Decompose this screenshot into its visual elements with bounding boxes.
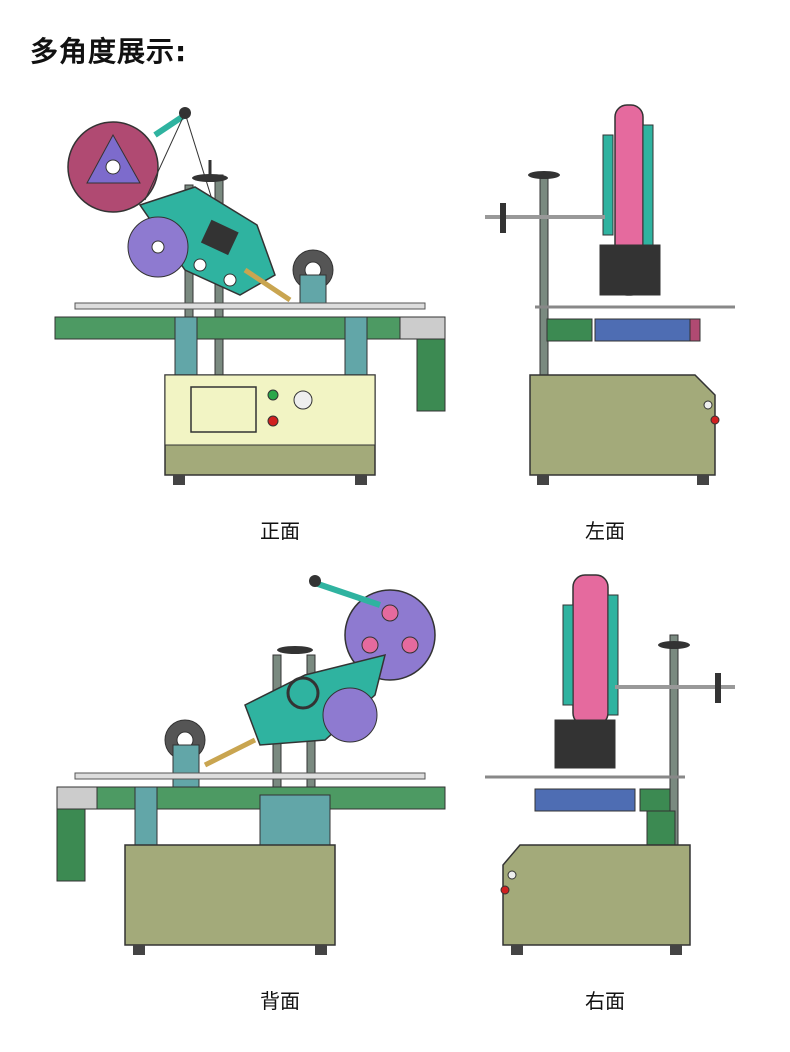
right-view-drawing <box>475 565 755 975</box>
back-view-drawing <box>45 565 455 975</box>
caption-back: 背面 <box>260 989 300 1013</box>
cabinet <box>124 844 336 946</box>
label-belt <box>572 574 609 726</box>
cabinet <box>502 844 691 946</box>
caption-front: 正面 <box>260 519 300 543</box>
roller <box>594 318 696 342</box>
cabinet <box>529 374 716 476</box>
caption-left: 左面 <box>585 519 625 543</box>
label-reel <box>344 589 436 681</box>
front-view-drawing <box>45 95 455 505</box>
control-screen <box>190 386 257 433</box>
handwheel <box>286 676 320 710</box>
caption-right: 右面 <box>585 989 625 1013</box>
red-button <box>267 415 279 427</box>
green-button <box>267 389 279 401</box>
reel-hub <box>86 133 141 184</box>
left-view-drawing <box>475 95 755 505</box>
page-title: 多角度展示: <box>30 35 188 68</box>
roller <box>534 788 636 812</box>
